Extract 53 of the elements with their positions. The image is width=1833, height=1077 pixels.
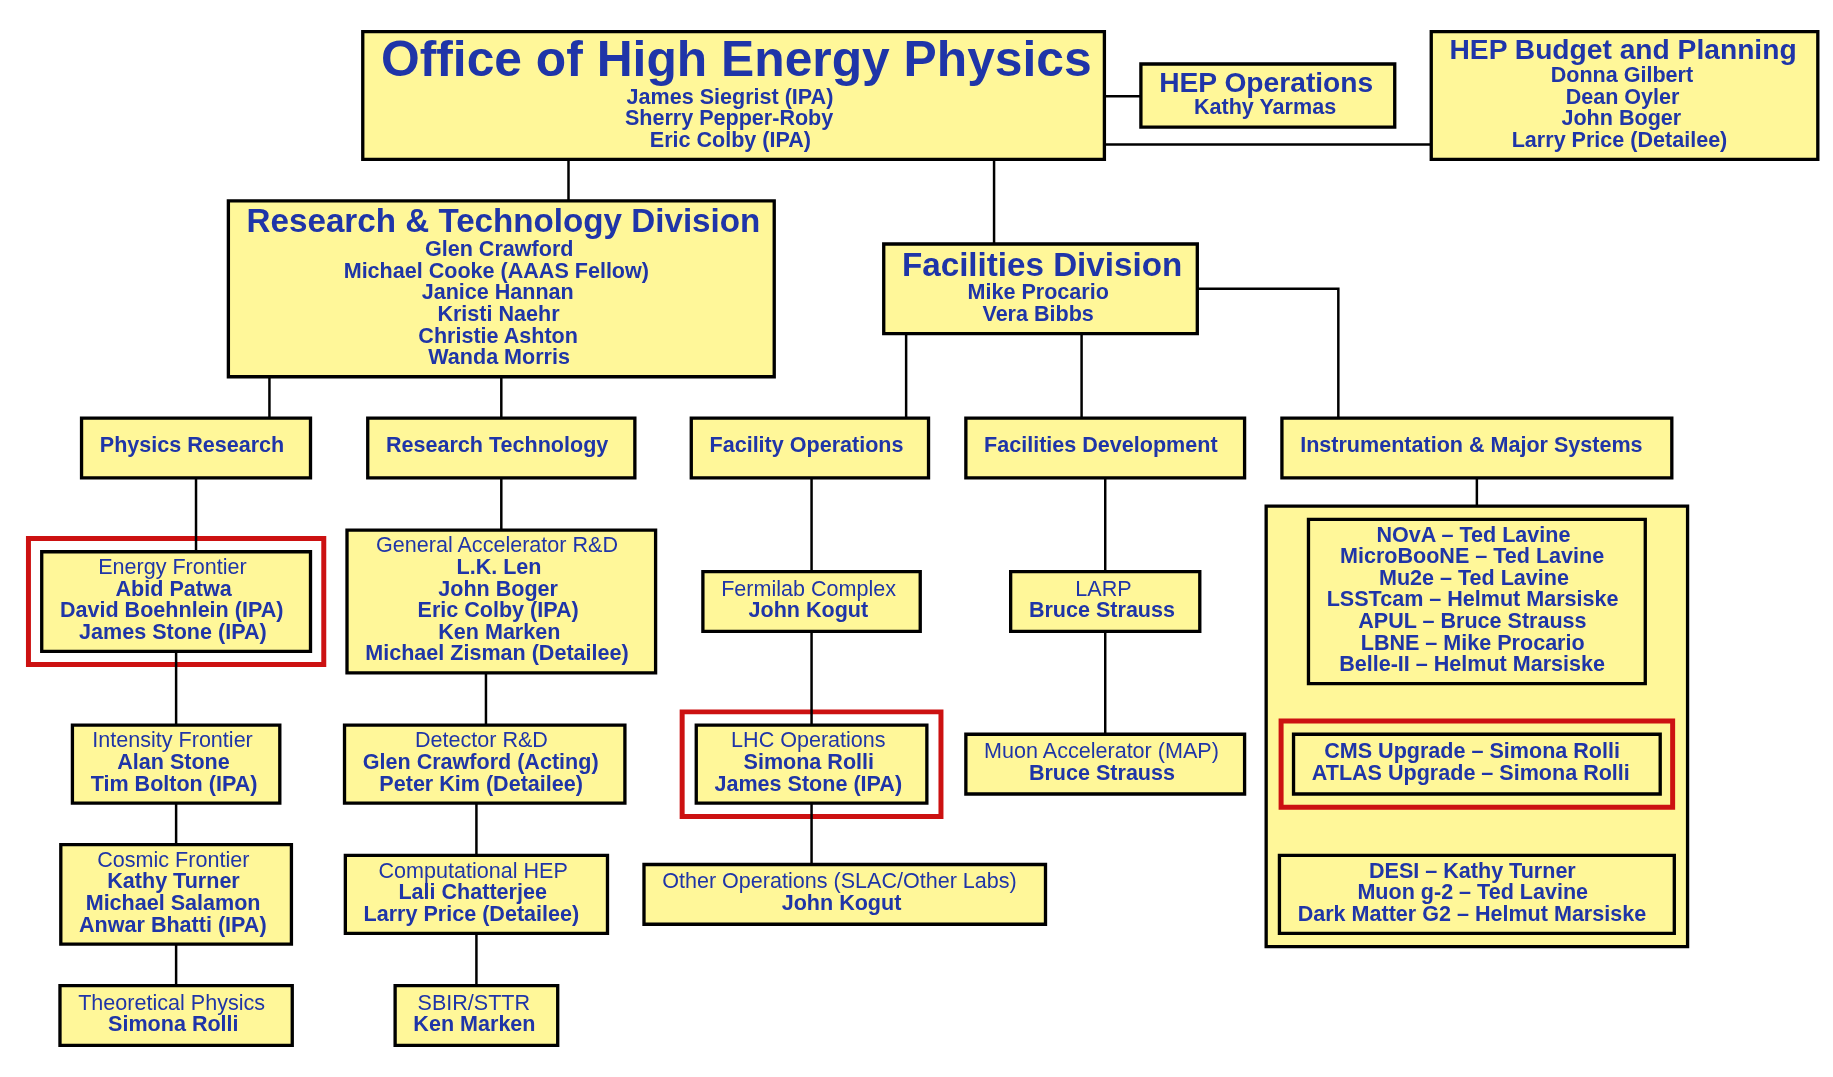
cluster bbox=[1264, 504, 1690, 949]
connector bbox=[1475, 478, 1479, 507]
node-box: Facilities Development bbox=[964, 416, 1247, 480]
cluster bbox=[25, 536, 327, 668]
node-box: Instrumentation & Major Systems bbox=[1280, 416, 1674, 480]
connector bbox=[500, 376, 503, 418]
node-box: LHC Operations Simona Rolli James Stone (IPA) bbox=[694, 723, 929, 805]
node-box: Facilities Division Mike Procario Vera Bibbs bbox=[882, 242, 1199, 336]
connector bbox=[810, 803, 813, 865]
node-box: Facility Operations bbox=[689, 416, 931, 480]
node-box: LARP Bruce Strauss bbox=[1009, 570, 1202, 634]
cluster bbox=[1278, 718, 1676, 810]
node-box: Research Technology bbox=[366, 416, 637, 480]
node-box: Fermilab Complex John Kogut bbox=[701, 570, 922, 634]
connector bbox=[268, 376, 271, 418]
node-box: Computational HEP Lali Chatterjee Larry Price (Detailee) bbox=[343, 853, 610, 936]
connector bbox=[1105, 143, 1431, 146]
connector bbox=[194, 478, 198, 552]
node-box: Cosmic Frontier Kathy Turner Michael Salamon Anwar Bhatti (IPA) bbox=[59, 842, 294, 946]
connector bbox=[904, 334, 908, 418]
node-box: Energy Frontier Abid Patwa David Boehnlein (IPA) James Stone (IPA) bbox=[40, 550, 313, 653]
connector bbox=[1197, 287, 1340, 419]
node-box: General Accelerator R&D L.K. Len John Boger Eric Colby (IPA) Ken Marken Michael Zisman (Detailee) bbox=[345, 528, 658, 675]
node-box: Muon Accelerator (MAP) Bruce Strauss bbox=[964, 732, 1247, 796]
connector bbox=[1104, 632, 1107, 735]
cluster bbox=[679, 709, 944, 819]
connector bbox=[1080, 334, 1083, 418]
node-box: DESI – Kathy Turner Muon g-2 – Ted Lavine Dark Matter G2 – Helmut Marsiske bbox=[1277, 853, 1676, 936]
node-box: HEP Budget and Planning Donna Gilbert Dean Oyler John Boger Larry Price (Detailee) bbox=[1429, 30, 1820, 162]
connector bbox=[500, 478, 503, 530]
node-box: CMS Upgrade – Simona Rolli ATLAS Upgrade – Simona Rolli bbox=[1291, 732, 1662, 796]
node-box: NOvA – Ted Lavine MicroBooNE – Ted Lavine Mu2e – Ted Lavine LSSTcam – Helmut Marsiske APUL – Bruce Strauss LBNE – Mike Procario Belle-II – Helmut Marsiske bbox=[1306, 517, 1647, 686]
node-box: Intensity Frontier Alan Stone Tim Bolton (IPA) bbox=[70, 723, 282, 805]
connector bbox=[1104, 478, 1107, 572]
connector bbox=[174, 651, 178, 725]
node-box: Physics Research bbox=[79, 416, 313, 480]
node-box: SBIR/STTR Ken Marken bbox=[393, 983, 560, 1047]
node-box: Research & Technology Division Glen Crawford Michael Cooke (AAAS Fellow) Janice Hannan Kristi Naehr Christie Ashton Wanda Morris bbox=[226, 199, 776, 379]
node-box: Other Operations (SLAC/Other Labs) John Kogut bbox=[642, 862, 1048, 926]
connector bbox=[484, 673, 488, 725]
node-box: Office of High Energy Physics James Siegrist (IPA) Sherry Pepper-Roby Eric Colby (IPA) bbox=[361, 30, 1107, 162]
connector bbox=[475, 803, 478, 856]
connector bbox=[567, 159, 570, 201]
connector bbox=[174, 944, 178, 986]
connector bbox=[174, 803, 178, 845]
connector bbox=[810, 632, 813, 726]
node-box: HEP Operations Kathy Yarmas bbox=[1139, 62, 1397, 129]
node-box: Detector R&D Glen Crawford (Acting) Peter Kim (Detailee) bbox=[342, 723, 627, 805]
connector bbox=[475, 934, 478, 985]
connector bbox=[1104, 95, 1141, 98]
node-box: Theoretical Physics Simona Rolli bbox=[58, 983, 294, 1047]
connector bbox=[810, 478, 813, 572]
connector bbox=[992, 159, 996, 244]
